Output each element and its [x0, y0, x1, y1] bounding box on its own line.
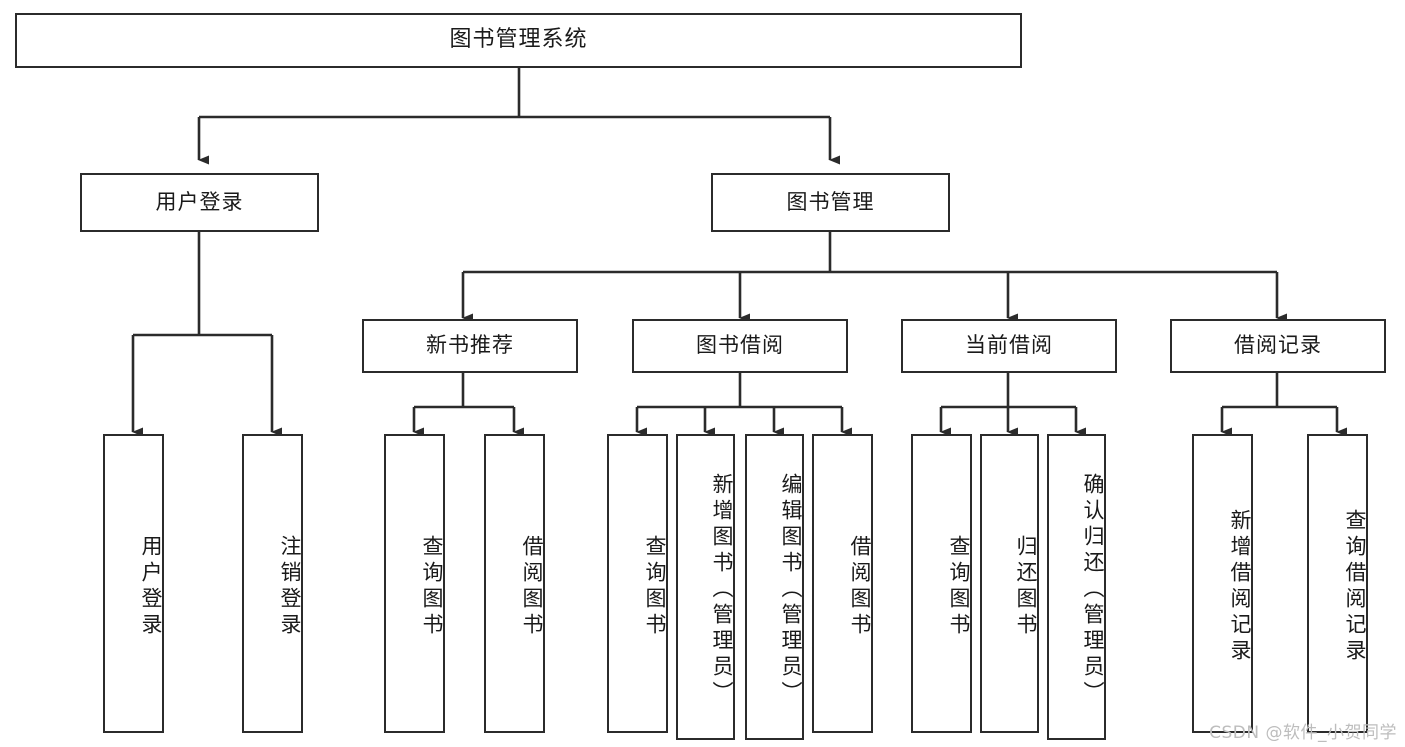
leaf-borrow-book-1[interactable]: 借阅图书	[484, 434, 545, 733]
leaf-add-book-label: 新增图书（管理员）	[710, 473, 734, 707]
leaf-query-book-2-label: 查询图书	[643, 534, 667, 639]
node-book-manage-label: 图书管理	[786, 189, 875, 214]
leaf-user-login-label: 用户登录	[139, 534, 163, 639]
leaf-logout[interactable]: 注销登录	[242, 434, 303, 733]
leaf-borrow-book-1-label: 借阅图书	[520, 534, 544, 639]
node-root[interactable]: 图书管理系统	[15, 13, 1022, 68]
leaf-edit-book-label: 编辑图书（管理员）	[779, 473, 803, 707]
node-current-borrow-label: 当前借阅	[965, 333, 1053, 358]
leaf-query-book-3[interactable]: 查询图书	[911, 434, 972, 733]
node-borrow-record-label: 借阅记录	[1234, 333, 1322, 358]
leaf-query-book-1-label: 查询图书	[420, 534, 444, 639]
leaf-edit-book[interactable]: 编辑图书（管理员）	[745, 434, 804, 740]
node-book-borrow-label: 图书借阅	[696, 333, 784, 358]
leaf-query-book-3-label: 查询图书	[947, 534, 971, 639]
node-book-borrow[interactable]: 图书借阅	[632, 319, 848, 373]
leaf-borrow-book-2-label: 借阅图书	[848, 534, 872, 639]
leaf-confirm-return-label: 确认归还（管理员）	[1081, 473, 1105, 707]
node-borrow-record[interactable]: 借阅记录	[1170, 319, 1386, 373]
leaf-add-record-label: 新增借阅记录	[1228, 508, 1252, 665]
leaf-query-record-label: 查询借阅记录	[1343, 508, 1367, 665]
leaf-query-book-1[interactable]: 查询图书	[384, 434, 445, 733]
node-current-borrow[interactable]: 当前借阅	[901, 319, 1117, 373]
leaf-return-book[interactable]: 归还图书	[980, 434, 1039, 733]
node-new-book-recommend-label: 新书推荐	[426, 333, 514, 358]
leaf-add-record[interactable]: 新增借阅记录	[1192, 434, 1253, 733]
node-user-login[interactable]: 用户登录	[80, 173, 319, 232]
leaf-query-record[interactable]: 查询借阅记录	[1307, 434, 1368, 733]
node-user-login-label: 用户登录	[155, 189, 244, 214]
leaf-add-book[interactable]: 新增图书（管理员）	[676, 434, 735, 740]
leaf-borrow-book-2[interactable]: 借阅图书	[812, 434, 873, 733]
node-root-label: 图书管理系统	[449, 27, 588, 53]
node-book-manage[interactable]: 图书管理	[711, 173, 950, 232]
leaf-query-book-2[interactable]: 查询图书	[607, 434, 668, 733]
csdn-watermark: CSDN @软件_小贺同学	[1209, 723, 1397, 743]
leaf-return-book-label: 归还图书	[1014, 534, 1038, 639]
leaf-confirm-return[interactable]: 确认归还（管理员）	[1047, 434, 1106, 740]
leaf-logout-label: 注销登录	[278, 534, 302, 639]
node-new-book-recommend[interactable]: 新书推荐	[362, 319, 578, 373]
leaf-user-login[interactable]: 用户登录	[103, 434, 164, 733]
